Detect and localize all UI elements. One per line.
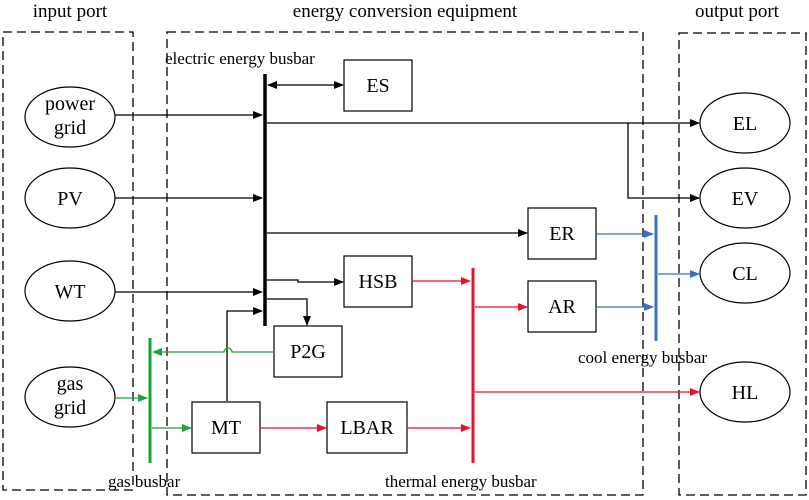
output-el: EL [699,92,791,154]
p2g-label: P2G [290,341,326,363]
device-mt: MT [191,401,261,454]
es-label: ES [366,75,389,97]
wt-label: WT [54,281,85,303]
power-grid-label-line1: power [45,93,95,115]
input-pv: PV [24,167,116,229]
gas-grid-label-line2: grid [54,397,86,419]
input-port-box [2,31,134,491]
thermal-busbar-label: thermal energy busbar [385,472,537,491]
output-hl: HL [699,361,791,423]
arrow-p2g-to-gasbus [152,347,273,356]
output-port-box [678,32,807,496]
device-ar: AR [527,280,597,333]
section-title-conversion: energy conversion equipment [293,1,518,22]
device-es: ES [343,59,413,112]
cool-busbar-label: cool energy busbar [578,348,707,367]
cl-label: CL [732,263,758,285]
ev-label: EV [732,188,759,210]
ar-label: AR [548,296,576,318]
arrow-ebus-to-ev [627,123,700,202]
output-ev: EV [699,167,791,229]
device-er: ER [527,207,597,260]
lbar-label: LBAR [340,417,394,439]
arrow-ebus-to-p2g [267,298,311,326]
electric-busbar-label: electric energy busbar [165,49,315,68]
conversion-box [166,31,644,496]
pv-label: PV [57,188,83,210]
input-wt: WT [24,260,116,322]
device-lbar: LBAR [326,401,408,454]
device-hsb: HSB [343,255,413,308]
device-p2g: P2G [273,325,343,378]
arrow-ebus-to-hsb [267,278,344,286]
gas-busbar-label: gas busbar [108,472,181,491]
section-title-output: output port [695,1,780,22]
mt-label: MT [211,417,241,439]
gas-grid-label-line1: gas [57,373,84,395]
arrow-mt-to-ebus [226,307,263,401]
er-label: ER [549,223,575,245]
input-gas-grid: gas grid [24,366,116,428]
section-title-input: input port [33,1,108,22]
input-power-grid: power grid [24,86,116,148]
hl-label: HL [732,382,759,404]
output-cl: CL [699,242,791,304]
el-label: EL [733,113,757,135]
power-grid-label-line2: grid [54,117,86,139]
hsb-label: HSB [359,271,398,293]
